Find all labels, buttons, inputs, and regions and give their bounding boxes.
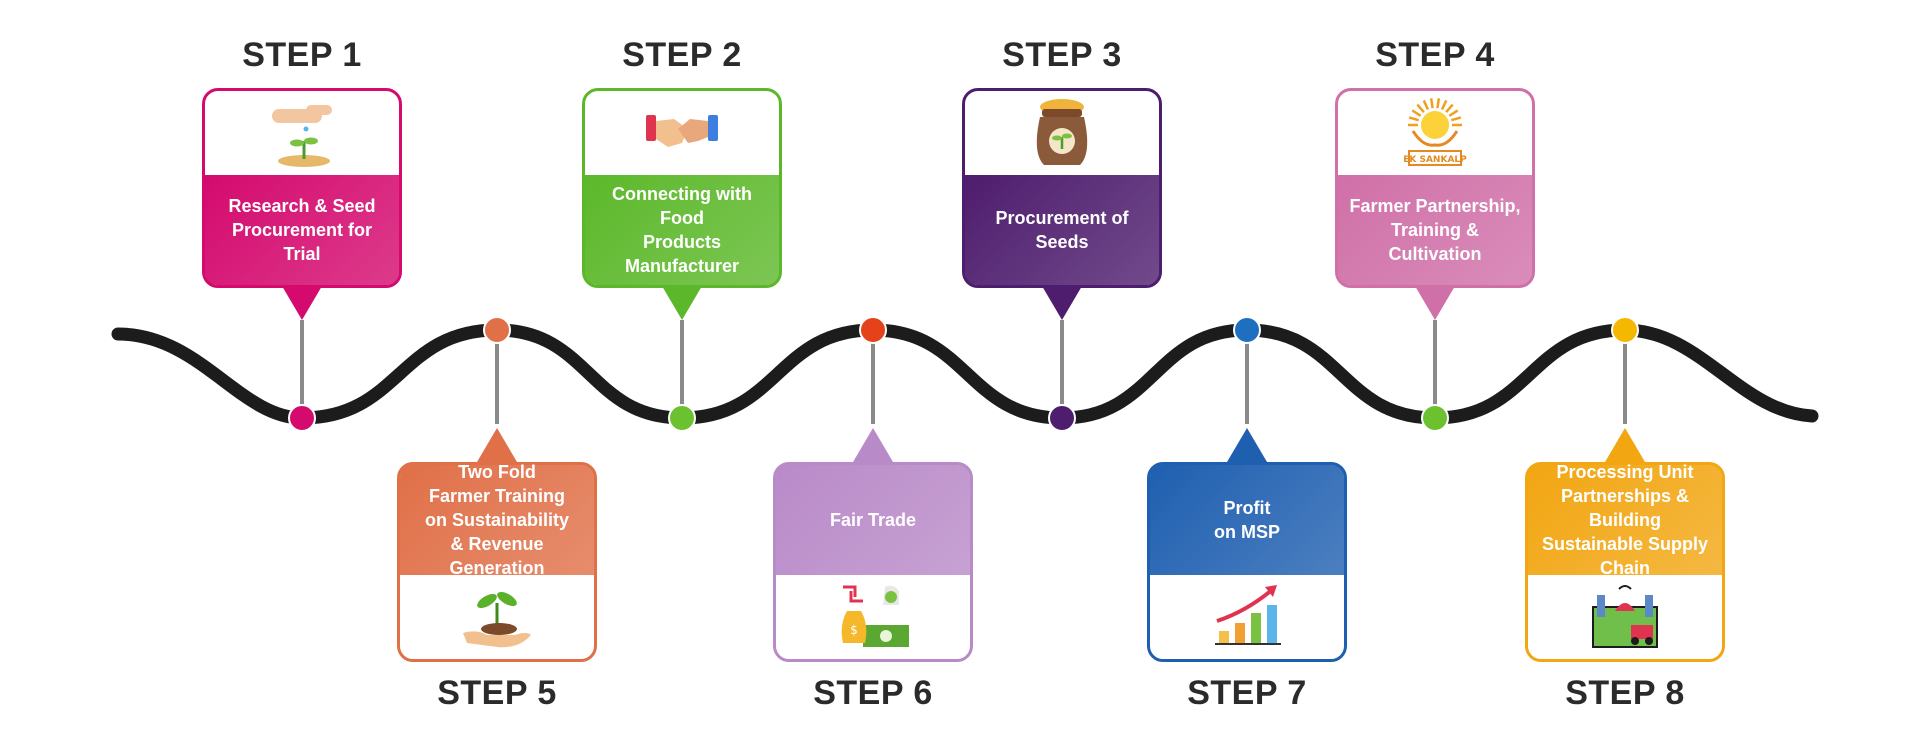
step-label-6: Fair Trade — [829, 510, 917, 530]
step-band-1: Research & Seed Procurement for Trial — [205, 175, 399, 285]
step-icon-box-7 — [1150, 575, 1344, 659]
processing-unit-icon — [1592, 585, 1658, 648]
step-label-3: Procurement of Seeds — [995, 208, 1129, 252]
step-pointer-7 — [1227, 428, 1267, 462]
step-title-3: STEP 3 — [1002, 36, 1122, 74]
ek-sankalp-logo-icon — [1408, 98, 1462, 166]
step-card-3: Procurement of Seeds — [962, 88, 1162, 288]
step-card-1: Research & Seed Procurement for Trial — [202, 88, 402, 288]
timeline-dot-step-2 — [668, 404, 696, 432]
step-card-4: EK SANKALP Farmer Partnership, Training &… — [1335, 88, 1535, 288]
step-pointer-6 — [853, 428, 893, 462]
timeline-dot-step-1 — [288, 404, 316, 432]
timeline-dot-step-8 — [1611, 316, 1639, 344]
timeline-dot-step-7 — [1233, 316, 1261, 344]
step-title-7: STEP 7 — [1187, 674, 1307, 712]
growth-chart-icon — [1215, 585, 1281, 645]
step-band-3: Procurement of Seeds — [965, 175, 1159, 285]
timeline-dot-step-4 — [1421, 404, 1449, 432]
step-band-7: Profit on MSP — [1150, 465, 1344, 575]
step-pointer-4 — [1415, 286, 1455, 320]
step-title-6: STEP 6 — [813, 674, 933, 712]
step-label-8: Processing Unit Partnerships & Building … — [1541, 462, 1709, 578]
step-label-1: Research & Seed Procurement for Trial — [228, 196, 376, 264]
timeline-dot-step-3 — [1048, 404, 1076, 432]
step-title-2: STEP 2 — [622, 36, 742, 74]
step-label-2: Connecting with Food Products Manufactur… — [612, 184, 752, 276]
wave-line — [111, 323, 1819, 425]
step-icon-box-4: EK SANKALP — [1338, 91, 1532, 175]
timeline-dot-step-6 — [859, 316, 887, 344]
step-label-4: Farmer Partnership, Training & Cultivati… — [1349, 196, 1521, 264]
step-pointer-5 — [477, 428, 517, 462]
step-title-8: STEP 8 — [1565, 674, 1685, 712]
step-pointer-1 — [282, 286, 322, 320]
step-icon-box-5 — [400, 575, 594, 659]
step-card-7: Profit on MSP — [1147, 462, 1347, 662]
step-band-2: Connecting with Food Products Manufactur… — [585, 175, 779, 285]
step-pointer-3 — [1042, 286, 1082, 320]
money-exchange-icon: $ — [841, 585, 909, 647]
step-icon-box-1 — [205, 91, 399, 175]
step-icon-box-6: $ — [776, 575, 970, 659]
step-label-5: Two Fold Farmer Training on Sustainabili… — [424, 462, 570, 578]
step-band-6: Fair Trade — [776, 465, 970, 575]
step-title-1: STEP 1 — [242, 36, 362, 74]
step-title-5: STEP 5 — [437, 674, 557, 712]
handshake-icon — [646, 115, 718, 147]
step-icon-box-3 — [965, 91, 1159, 175]
seed-sack-icon — [1036, 99, 1088, 165]
step-pointer-2 — [662, 286, 702, 320]
step-pointer-8 — [1605, 428, 1645, 462]
step-card-8: Processing Unit Partnerships & Building … — [1525, 462, 1725, 662]
ek-sankalp-logo-text: EK SANKALP — [1403, 155, 1467, 165]
step-band-8: Processing Unit Partnerships & Building … — [1528, 462, 1722, 578]
timeline-dot-step-5 — [483, 316, 511, 344]
step-label-7: Profit on MSP — [1214, 498, 1280, 542]
step-icon-box-2 — [585, 91, 779, 175]
step-card-5: Two Fold Farmer Training on Sustainabili… — [397, 462, 597, 662]
step-band-4: Farmer Partnership, Training & Cultivati… — [1338, 175, 1532, 285]
seedling-hand-icon — [272, 105, 332, 167]
step-icon-box-8 — [1528, 575, 1722, 659]
step-card-6: $ Fair Trade — [773, 462, 973, 662]
plant-in-hand-icon — [463, 592, 531, 648]
step-band-5: Two Fold Farmer Training on Sustainabili… — [400, 462, 594, 578]
step-card-2: Connecting with Food Products Manufactur… — [582, 88, 782, 288]
svg-text:$: $ — [850, 623, 858, 637]
step-title-4: STEP 4 — [1375, 36, 1495, 74]
